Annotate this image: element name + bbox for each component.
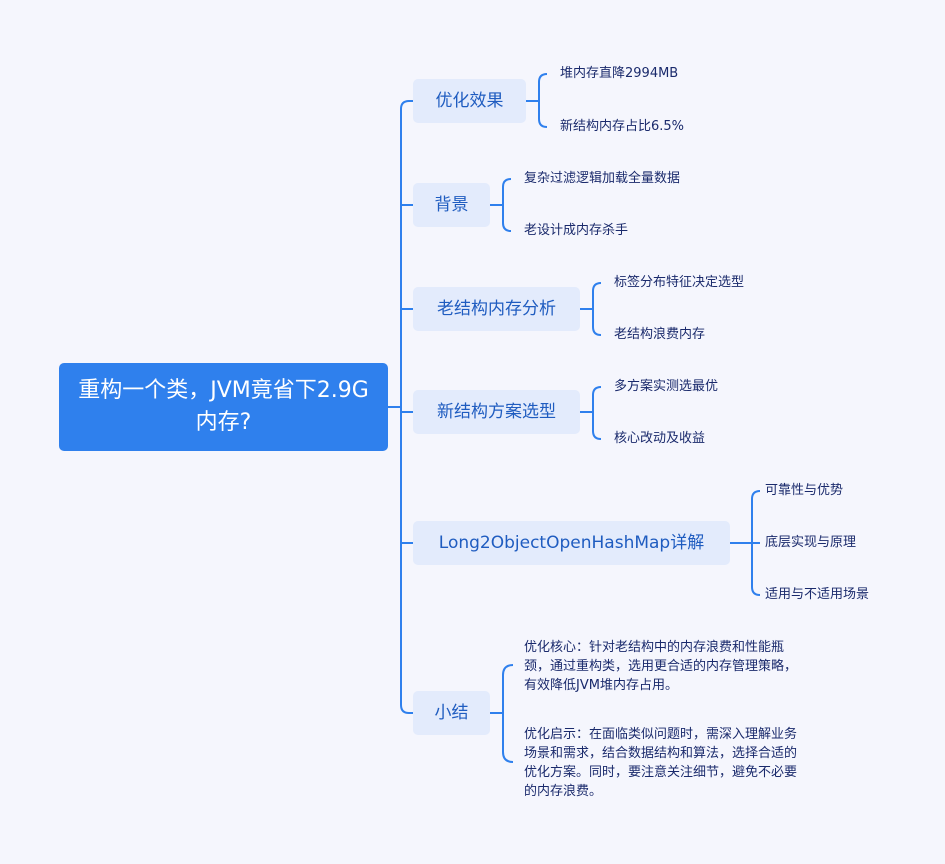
branch-background[interactable]: 背景 (413, 183, 490, 227)
leaf[interactable]: 核心改动及收益 (614, 431, 706, 446)
leaf[interactable]: 老设计成内存杀手 (524, 223, 629, 238)
root-topic[interactable]: 重构一个类，JVM竟省下2.9G内存? (59, 363, 388, 451)
branch-long2object-map[interactable]: Long2ObjectOpenHashMap详解 (413, 521, 730, 565)
leaf-paragraph[interactable]: 优化启示：在面临类似问题时，需深入理解业务场景和需求，结合数据结构和算法，选择合… (524, 727, 798, 799)
leaf[interactable]: 老结构浪费内存 (614, 327, 706, 342)
leaf[interactable]: 可靠性与优势 (765, 483, 844, 498)
leaf[interactable]: 多方案实测选最优 (614, 379, 719, 394)
leaf[interactable]: 底层实现与原理 (765, 535, 857, 550)
branch-old-structure-analysis[interactable]: 老结构内存分析 (413, 287, 580, 331)
leaf[interactable]: 标签分布特征决定选型 (614, 275, 745, 290)
leaf-paragraph[interactable]: 优化核心：针对老结构中的内存浪费和性能瓶颈，通过重构类，选用更合适的内存管理策略… (524, 640, 798, 693)
leaf[interactable]: 堆内存直降2994MB (560, 66, 679, 81)
branch-new-structure-selection[interactable]: 新结构方案选型 (413, 390, 580, 434)
branch-summary[interactable]: 小结 (413, 691, 490, 735)
leaf[interactable]: 复杂过滤逻辑加载全量数据 (524, 171, 681, 186)
leaf[interactable]: 适用与不适用场景 (765, 587, 870, 602)
branch-optimization-effect[interactable]: 优化效果 (413, 79, 526, 123)
leaf[interactable]: 新结构内存占比6.5% (560, 119, 685, 134)
